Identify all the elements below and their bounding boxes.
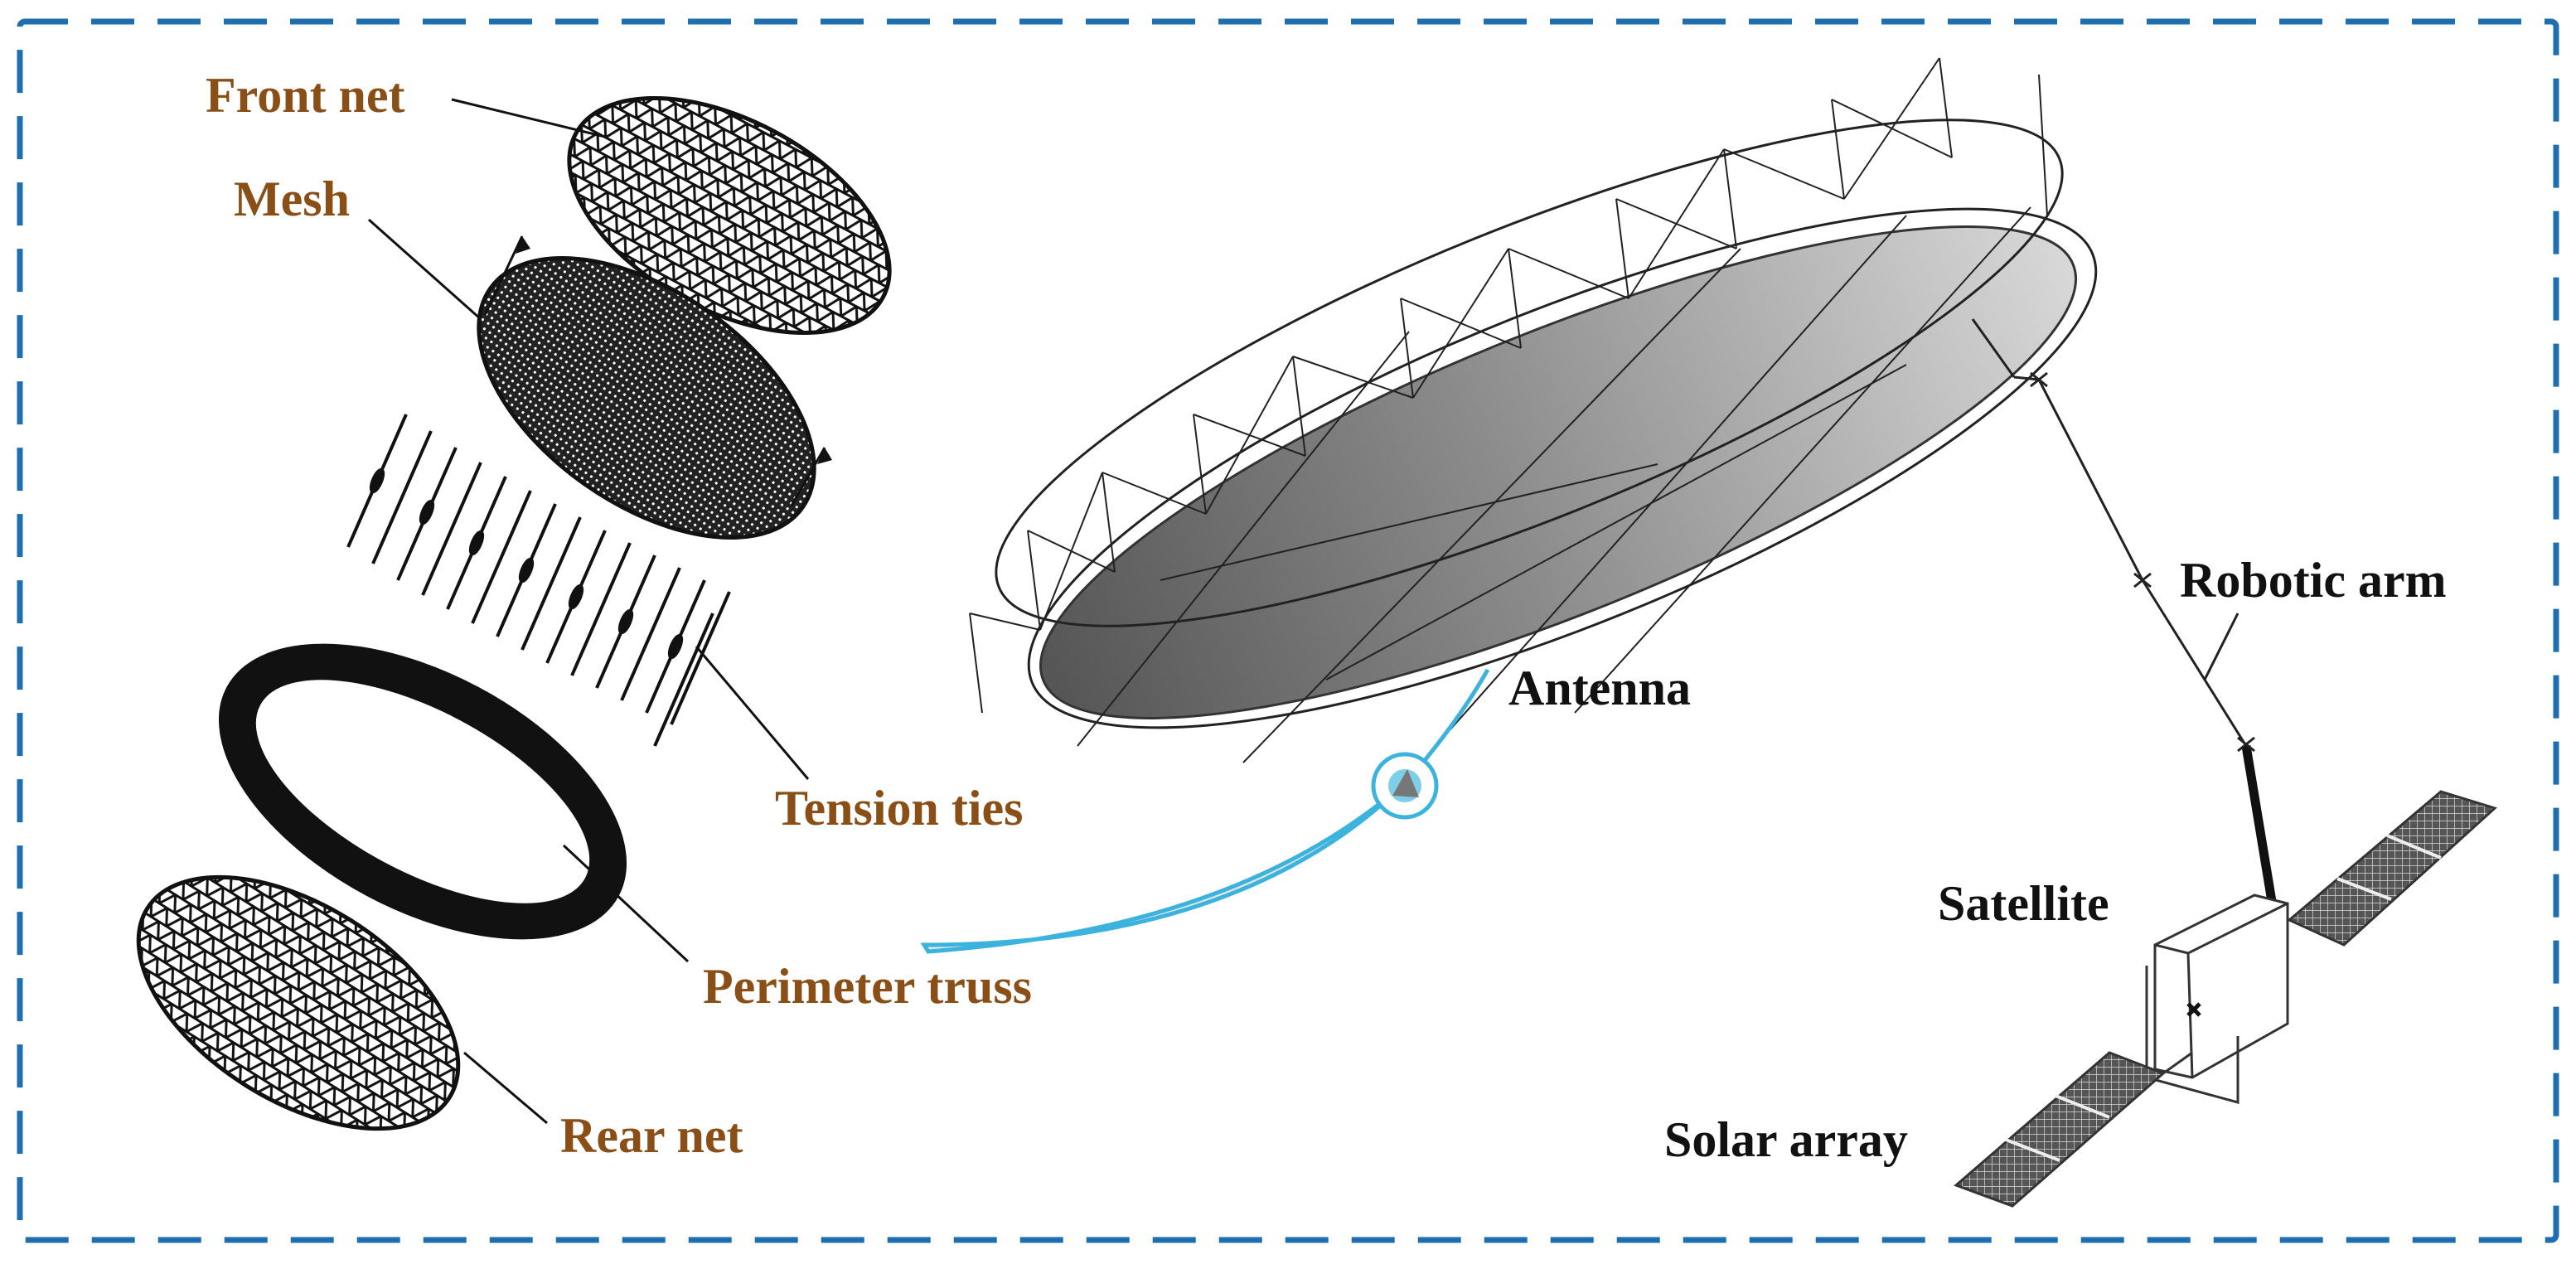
label-antenna: Antenna xyxy=(1508,661,1691,715)
label-robotic-arm: Robotic arm xyxy=(2180,553,2447,608)
mesh-icon xyxy=(477,235,832,540)
solar-array-icon xyxy=(1954,790,2497,1208)
antenna-icon xyxy=(969,57,2098,763)
label-solar-array: Solar array xyxy=(1664,1112,1908,1167)
robotic-arm-icon xyxy=(1971,318,2283,937)
curved-arrow-icon xyxy=(920,668,1490,954)
leader-lines xyxy=(368,98,810,1125)
tension-ties-icon xyxy=(346,414,731,747)
label-satellite: Satellite xyxy=(1938,876,2109,931)
rear-net-icon xyxy=(136,874,461,1131)
label-rear-net: Rear net xyxy=(560,1108,743,1163)
label-perimeter-truss: Perimeter truss xyxy=(703,959,1032,1014)
diagram-frame xyxy=(17,18,2559,1243)
label-mesh: Mesh xyxy=(234,172,350,226)
label-tension-ties: Tension ties xyxy=(775,781,1024,835)
label-front-net: Front net xyxy=(206,68,405,123)
